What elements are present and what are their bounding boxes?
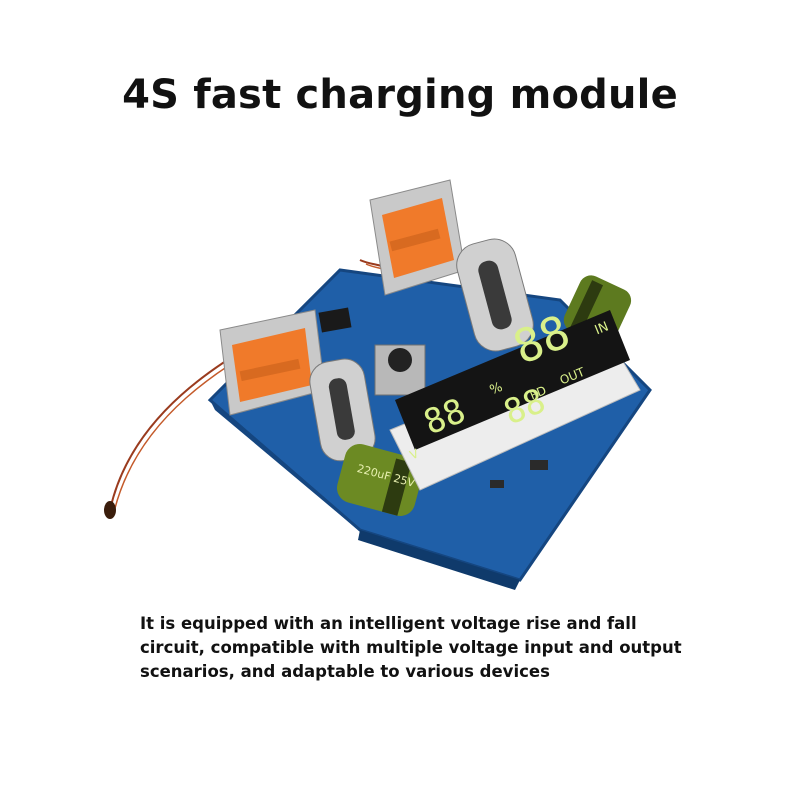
charging-module-photo: 220uF 25V 88 88 88 IN OUT PD % V — [104, 179, 652, 590]
caption-line-1: It is equipped with an intelligent volta… — [140, 614, 637, 633]
page-title: 4S fast charging module — [122, 72, 678, 118]
ic-chip — [318, 307, 352, 333]
caption-line-3: scenarios, and adaptable to various devi… — [140, 662, 550, 681]
usb-a-port-top — [369, 179, 466, 296]
description-caption: It is equipped with an intelligent volta… — [140, 612, 740, 684]
usb-c-port-top — [456, 238, 534, 352]
smd-component — [490, 480, 504, 488]
thermistor-bead — [104, 501, 116, 519]
capacitor-bottom: 220uF 25V — [336, 444, 424, 516]
display-label-in: IN — [593, 319, 611, 338]
display-label-pd: PD — [528, 383, 549, 402]
led-display: 88 88 88 IN OUT PD % V — [389, 304, 641, 491]
caption-line-2: circuit, compatible with multiple voltag… — [140, 638, 682, 657]
display-label-percent: % — [488, 380, 505, 399]
usb-a-port-left — [219, 309, 326, 416]
smd-component — [530, 460, 548, 470]
push-button — [374, 344, 426, 396]
